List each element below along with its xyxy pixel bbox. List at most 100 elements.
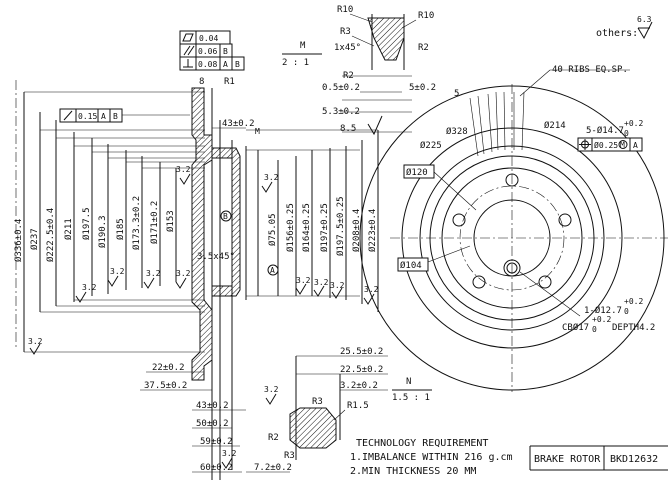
dim-bottom-2: 37.5±0.2 xyxy=(144,381,187,391)
detail-n-letter: N xyxy=(406,377,411,387)
m-d4: 8.5 xyxy=(340,124,356,134)
dim-d156: Ø156±0.25 xyxy=(285,203,296,252)
dim-d197-5b: Ø197.5±0.25 xyxy=(335,196,346,256)
sf-value-9: 3.2 xyxy=(364,285,379,294)
sf-value-13: 3.2 xyxy=(222,449,237,458)
perp-datum1: A xyxy=(223,60,228,69)
fv-cbore-tol-lo: 0 xyxy=(592,325,597,334)
fv-rib-dim: 5 xyxy=(454,89,459,99)
sf-value-11: 3.2 xyxy=(176,165,191,174)
surface-finish-icon xyxy=(29,343,41,355)
m-d3: 5.3±0.2 xyxy=(322,107,360,117)
fv-hole2-tol-lo: 0 xyxy=(624,307,629,316)
dim-d223: Ø223±0.4 xyxy=(367,209,378,252)
section-view: Ø336±0.4 Ø237 Ø222.5±0.4 Ø211 Ø197.5 Ø19… xyxy=(13,77,379,480)
sf-value-7: 3.2 xyxy=(314,278,329,287)
others-surface-finish: others: 6.3 xyxy=(596,15,653,40)
surface-finish-icon xyxy=(265,393,277,405)
flatness-icon xyxy=(182,33,194,42)
m-r2-right: R2 xyxy=(418,43,429,53)
fv-hole2: 1-Ø12.7 xyxy=(584,305,622,316)
m-chamfer: 1x45° xyxy=(334,43,361,53)
dim-bottom-6: 60±0.2 xyxy=(200,463,233,473)
dim-top-width: 43±0.2 xyxy=(222,119,255,129)
part-name: BRAKE ROTOR xyxy=(534,454,601,465)
fv-cbore: CBØ17 xyxy=(562,322,589,333)
title-block: BRAKE ROTOR BKD12632 xyxy=(529,445,668,471)
surface-finish-icon xyxy=(313,285,325,297)
surface-finish-icon xyxy=(221,457,233,469)
n-d3: 3.2±0.2 xyxy=(340,381,378,391)
sf-value-8: 3.2 xyxy=(330,281,345,290)
surface-finish-icon xyxy=(143,277,155,289)
fv-d104: Ø104 xyxy=(400,260,422,271)
marker-m: M xyxy=(255,127,260,136)
surface-finish-marks: 3.2 3.2 3.2 3.2 3.2 3.2 3.2 3.2 3.2 3.2 … xyxy=(28,165,379,469)
fv-depth: DEPTH4.2 xyxy=(612,323,655,333)
parallel-value: 0.06 xyxy=(198,47,217,56)
perpendicular-icon xyxy=(183,59,193,68)
notes-line1: 1.IMBALANCE WITHIN 216 g.cm xyxy=(350,452,513,463)
notes-line2: 2.MIN THICKNESS 20 MM xyxy=(350,466,476,477)
front-view: 40 RIBS EQ.SP. 5 Ø328 Ø225 Ø214 5-Ø14.7 … xyxy=(359,65,668,392)
sf-value-6: 3.2 xyxy=(296,276,311,285)
detail-n: N 1.5 : 1 25.5±0.2 22.5±0.2 3.2±0.2 R3 R… xyxy=(268,347,432,461)
dim-d185: Ø185 xyxy=(115,218,126,240)
fv-holes: 5-Ø14.7 xyxy=(586,125,624,136)
surface-finish-icon xyxy=(107,275,119,287)
fv-pos-datum: A xyxy=(633,141,638,150)
runout-datum1: A xyxy=(101,112,106,121)
sf-value-4: 3.2 xyxy=(146,269,161,278)
surface-finish-icon xyxy=(367,115,383,136)
dim-d153: Ø153 xyxy=(165,210,176,232)
part-number: BKD12632 xyxy=(610,454,658,465)
sf-value-5: 3.2 xyxy=(176,269,191,278)
m-r3: R3 xyxy=(340,27,351,37)
dim-d197-5: Ø197.5 xyxy=(81,207,92,240)
dim-d208: Ø208±0.4 xyxy=(351,209,362,252)
dim-top-small: 8 xyxy=(199,77,204,87)
marker-a: A xyxy=(270,266,275,275)
surface-finish-icon xyxy=(331,287,343,299)
others-value: 6.3 xyxy=(637,15,652,24)
surface-finish-icon xyxy=(75,291,87,303)
perp-value: 0.08 xyxy=(198,60,217,69)
dim-d171: Ø171±0.2 xyxy=(149,201,160,244)
fv-holes-tol-lo: 0 xyxy=(624,129,629,138)
dim-bottom-5: 59±0.2 xyxy=(200,437,233,447)
sf-value-10: 3.2 xyxy=(264,173,279,182)
fv-holes-tol-hi: +0.2 xyxy=(624,119,643,128)
m-d1: 0.5±0.2 xyxy=(322,83,360,93)
tolerance-frames: 0.04 0.06 B 0.08 A B xyxy=(179,30,245,71)
datum-a-circle xyxy=(267,264,279,276)
n-r2: R2 xyxy=(268,433,279,443)
dim-d197: Ø197±0.25 xyxy=(319,203,330,252)
dim-bottom-1: 22±0.2 xyxy=(152,363,185,373)
fv-d328: Ø328 xyxy=(446,126,468,137)
m-r10-left: R10 xyxy=(337,5,353,15)
notes-heading: TECHNOLOGY REQUIREMENT xyxy=(356,438,488,449)
fv-pos-value: Ø0.25 xyxy=(594,140,618,150)
flatness-value: 0.04 xyxy=(199,34,218,43)
surface-finish-icon xyxy=(295,283,307,295)
dim-chamfer: 3.5x45° xyxy=(197,252,235,262)
sf-value-3: 3.2 xyxy=(110,267,125,276)
n-d1: 25.5±0.2 xyxy=(340,347,383,357)
dim-d164: Ø164±0.25 xyxy=(301,203,312,252)
m-r10-right: R10 xyxy=(418,11,434,21)
dim-d222-5: Ø222.5±0.4 xyxy=(45,208,56,262)
n-r15: R1.5 xyxy=(347,401,369,411)
dim-d190-3: Ø190.3 xyxy=(97,215,108,248)
dim-d173-3: Ø173.3±0.2 xyxy=(131,196,142,250)
fv-cbore-tol-hi: +0.2 xyxy=(592,315,611,324)
dim-bottom-3: 43±0.2 xyxy=(196,401,229,411)
surface-finish-icon xyxy=(175,277,187,289)
fv-d120: Ø120 xyxy=(406,167,428,178)
surface-finish-icon xyxy=(179,173,191,185)
sf-value-1: 3.2 xyxy=(28,337,43,346)
fv-pos-modifier: M xyxy=(620,141,625,150)
dim-d237: Ø237 xyxy=(29,228,40,250)
datum-b-circle xyxy=(220,210,232,222)
dim-d75-05: Ø75.05 xyxy=(267,213,278,246)
